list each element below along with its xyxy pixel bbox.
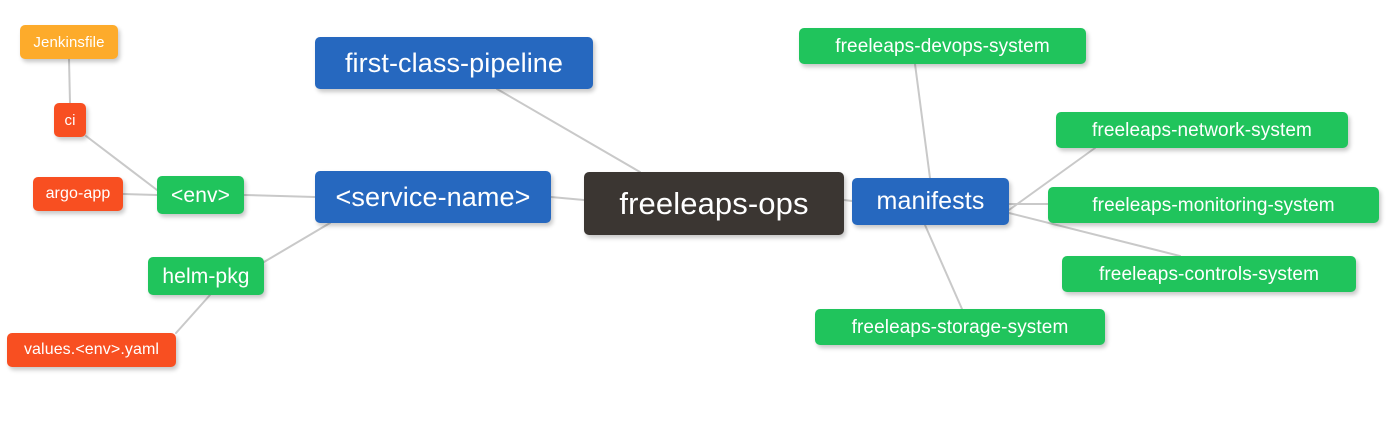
mindmap-node-first-class-pipeline[interactable]: first-class-pipeline bbox=[315, 37, 593, 89]
mindmap-node-env[interactable]: <env> bbox=[157, 176, 244, 214]
edge-manifests-to-controls-system bbox=[1008, 212, 1181, 257]
mindmap-node-devops-system[interactable]: freeleaps-devops-system bbox=[799, 28, 1086, 64]
mindmap-node-ci[interactable]: ci bbox=[54, 103, 86, 137]
mindmap-node-jenkinsfile[interactable]: Jenkinsfile bbox=[20, 25, 118, 59]
edge-manifests-to-network-system bbox=[1008, 147, 1096, 211]
edge-jenkinsfile-to-ci bbox=[68, 58, 71, 104]
mindmap-node-service-name[interactable]: <service-name> bbox=[315, 171, 551, 223]
edge-manifests-to-devops-system bbox=[914, 63, 931, 179]
mindmap-node-network-system[interactable]: freeleaps-network-system bbox=[1056, 112, 1348, 148]
edge-ci-to-env bbox=[85, 135, 158, 191]
mindmap-node-storage-system[interactable]: freeleaps-storage-system bbox=[815, 309, 1105, 345]
edge-env-to-service-name bbox=[243, 194, 316, 198]
edge-manifests-to-storage-system bbox=[924, 224, 963, 310]
edge-values-yaml-to-helm-pkg bbox=[175, 294, 211, 334]
edge-helm-pkg-to-service-name bbox=[263, 222, 331, 263]
mindmap-node-freeleaps-ops[interactable]: freeleaps-ops bbox=[584, 172, 844, 235]
mindmap-node-monitoring-system[interactable]: freeleaps-monitoring-system bbox=[1048, 187, 1379, 223]
mindmap-node-manifests[interactable]: manifests bbox=[852, 178, 1009, 225]
edge-freeleaps-ops-to-manifests bbox=[843, 199, 853, 202]
mindmap-node-argo-app[interactable]: argo-app bbox=[33, 177, 123, 211]
mindmap-node-values-yaml[interactable]: values.<env>.yaml bbox=[7, 333, 176, 367]
mindmap-node-controls-system[interactable]: freeleaps-controls-system bbox=[1062, 256, 1356, 292]
edge-argo-app-to-env bbox=[122, 193, 158, 196]
mindmap-node-helm-pkg[interactable]: helm-pkg bbox=[148, 257, 264, 295]
edge-service-name-to-freeleaps-ops bbox=[550, 196, 585, 201]
edge-first-class-pipeline-to-freeleaps-ops bbox=[496, 88, 641, 173]
